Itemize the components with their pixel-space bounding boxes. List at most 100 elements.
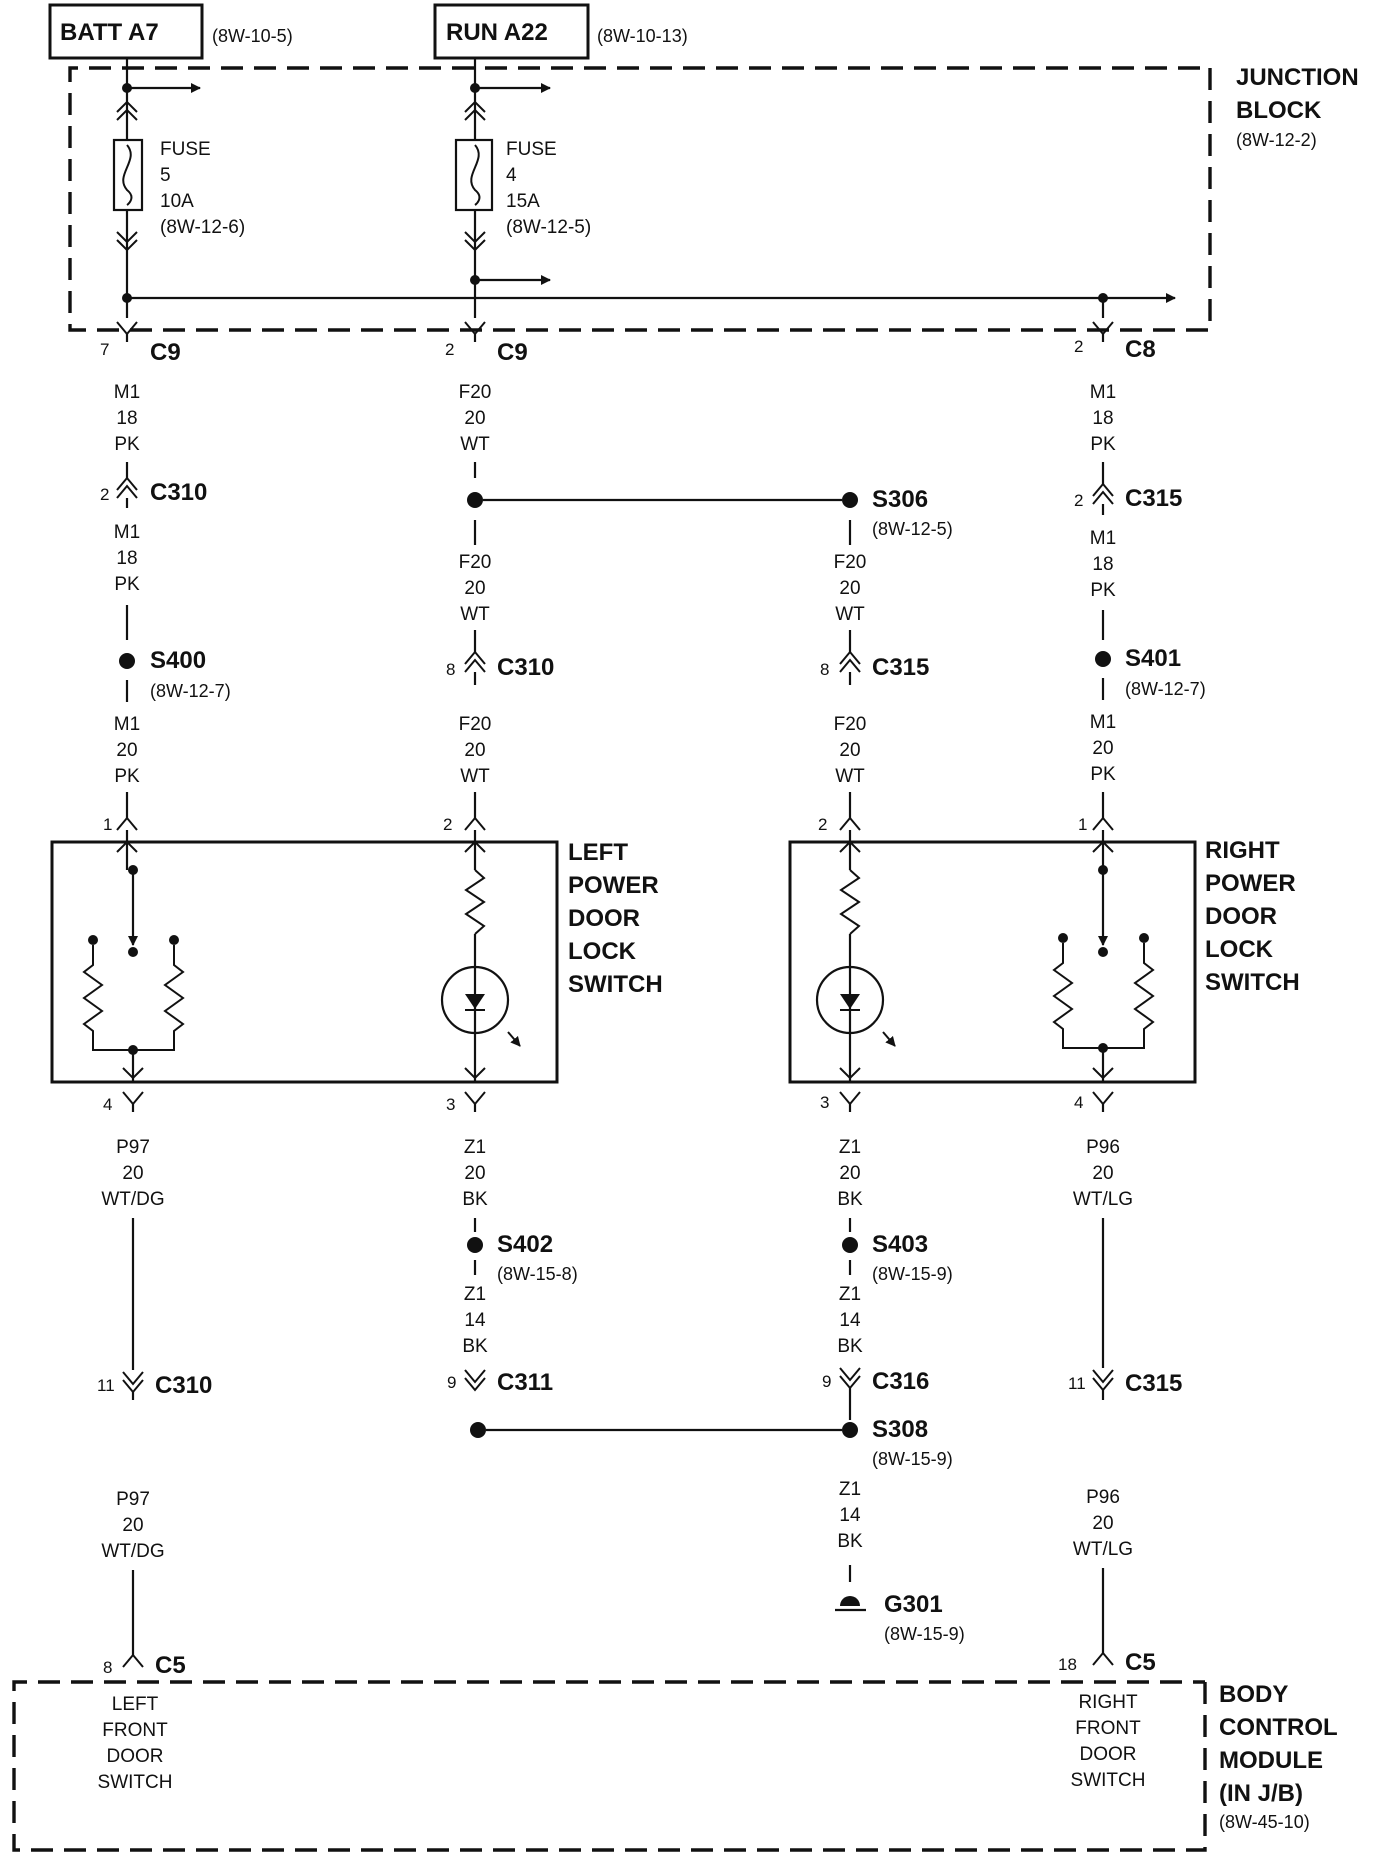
right-switch-title-2: POWER [1205, 870, 1296, 897]
wire-label: Z1 [839, 1137, 861, 1158]
left-switch-title-3: DOOR [568, 905, 640, 932]
splice-s403-dot [842, 1237, 858, 1253]
wire-label: WT/LG [1073, 1539, 1133, 1560]
c310-low-pin: 11 [97, 1376, 115, 1395]
wire-label: WT [835, 604, 865, 625]
right-feed-wire: M1 18 PK 2 C315 M1 18 PK S401 (8W-12-7) … [1074, 382, 1206, 785]
wire-label: WT/DG [101, 1189, 164, 1210]
wire-label: WT/LG [1073, 1189, 1133, 1210]
wire-label: F20 [834, 552, 867, 573]
ground-symbol [835, 1596, 866, 1612]
wire-label: BK [837, 1531, 863, 1552]
wire-label: WT/DG [101, 1541, 164, 1562]
s403-name: S403 [872, 1231, 928, 1258]
z1-right-wire: Z1 20 BK S403 (8W-15-9) Z1 14 BK 9 C316 … [822, 1137, 965, 1644]
s401-name: S401 [1125, 645, 1181, 672]
wire-label: 20 [839, 578, 860, 599]
wire-label: M1 [114, 382, 140, 403]
right-switch-pin-3: 3 [820, 1093, 829, 1112]
fuse-4-ref: (8W-12-5) [506, 217, 591, 238]
s400-ref: (8W-12-7) [150, 681, 231, 701]
wire-label: PK [114, 766, 140, 787]
left-switch-title-2: POWER [568, 872, 659, 899]
left-switch-pin-4: 4 [103, 1095, 112, 1114]
junction-block-title-2: BLOCK [1236, 97, 1322, 124]
c310-low-name: C310 [155, 1372, 212, 1399]
junction-block: JUNCTION BLOCK (8W-12-2) [68, 64, 1359, 332]
p97-wire: P97 20 WT/DG 11 C310 P97 20 WT/DG 8 C5 [97, 1137, 212, 1679]
left-switch-title-4: LOCK [568, 938, 637, 965]
c310-mid-name: C310 [497, 654, 554, 681]
connector-c8: 2 C8 [1074, 321, 1156, 363]
connector-c9-left: 7 C9 [100, 321, 181, 366]
bcm-left-input: SWITCH [98, 1772, 173, 1793]
wire-label: Z1 [839, 1284, 861, 1305]
c9-left-name: C9 [150, 339, 181, 366]
wire-label: 20 [464, 578, 485, 599]
junction-block-ref: (8W-12-2) [1236, 130, 1317, 150]
s400-name: S400 [150, 647, 206, 674]
s306-ref: (8W-12-5) [872, 519, 953, 539]
c311-name: C311 [497, 1369, 553, 1396]
left-switch-title-5: SWITCH [568, 971, 663, 998]
g301-ref: (8W-15-9) [884, 1624, 965, 1644]
wire-label: PK [1090, 580, 1116, 601]
wire-label: BK [837, 1189, 863, 1210]
wire-label: M1 [1090, 528, 1116, 549]
s308-ref: (8W-15-9) [872, 1449, 953, 1469]
left-switch-pin-3: 3 [446, 1095, 455, 1114]
c315-low-pin: 11 [1068, 1374, 1086, 1393]
c315-top-pin: 2 [1074, 491, 1083, 510]
left-feed-wire: M1 18 PK 2 C310 M1 18 PK S400 (8W-12-7) … [100, 382, 231, 787]
batt-a7-label: BATT A7 [60, 19, 159, 46]
splice-s308-dot [842, 1422, 858, 1438]
wire-label: 14 [839, 1310, 861, 1331]
splice-s306-dot [842, 492, 858, 508]
run-a22-label: RUN A22 [446, 19, 548, 46]
c8-name: C8 [1125, 336, 1156, 363]
bcm-title-3: MODULE [1219, 1747, 1323, 1774]
wire-label: WT [835, 766, 865, 787]
g301-name: G301 [884, 1591, 943, 1618]
wire-label: P96 [1086, 1137, 1120, 1158]
wire-label: 14 [464, 1310, 486, 1331]
bcm-right-input: SWITCH [1071, 1770, 1146, 1791]
wire-label: M1 [1090, 712, 1116, 733]
fuse-5-number: 5 [160, 165, 171, 186]
fuse-5: FUSE 5 10A (8W-12-6) [112, 58, 245, 318]
wire-label: 20 [1092, 1163, 1113, 1184]
wire-label: WT [460, 434, 490, 455]
wire-label: F20 [459, 382, 492, 403]
wire-label: BK [462, 1336, 488, 1357]
left-switch-title-1: LEFT [568, 839, 628, 866]
wire-label: PK [1090, 434, 1116, 455]
run-a22-ref: (8W-10-13) [597, 26, 688, 46]
wire-label: 18 [1092, 408, 1113, 429]
right-switch-pin-4: 4 [1074, 1093, 1083, 1112]
fuse-5-rating: 10A [160, 191, 194, 212]
fuse-4-label: FUSE [506, 139, 557, 160]
wire-label: BK [462, 1189, 488, 1210]
c9-left-pin: 7 [100, 340, 109, 359]
batt-a7-ref: (8W-10-5) [212, 26, 293, 46]
c315-mid-name: C315 [872, 654, 929, 681]
c315-mid-pin: 8 [820, 660, 829, 679]
left-switch-pin-2: 2 [443, 815, 452, 834]
c5-left-pin: 8 [103, 1658, 112, 1677]
wire-label: Z1 [839, 1479, 861, 1500]
wire-label: 18 [1092, 554, 1113, 575]
batt-bus [122, 293, 1176, 318]
z1-left-wire: Z1 20 BK S402 (8W-15-8) Z1 14 BK 9 C311 [447, 1137, 842, 1438]
wire-label: 20 [464, 408, 485, 429]
bcm-right-input: RIGHT [1078, 1692, 1138, 1713]
bcm-left-input: FRONT [102, 1720, 168, 1741]
c315-low-name: C315 [1125, 1370, 1182, 1397]
right-switch-title-3: DOOR [1205, 903, 1277, 930]
left-switch-pin-1: 1 [103, 815, 112, 834]
wire-label: F20 [834, 714, 867, 735]
c310-top-pin: 2 [100, 485, 109, 504]
run-a22-source: RUN A22 (8W-10-13) [433, 3, 688, 60]
c5-right-name: C5 [1125, 1649, 1156, 1676]
wire-label: P96 [1086, 1487, 1120, 1508]
